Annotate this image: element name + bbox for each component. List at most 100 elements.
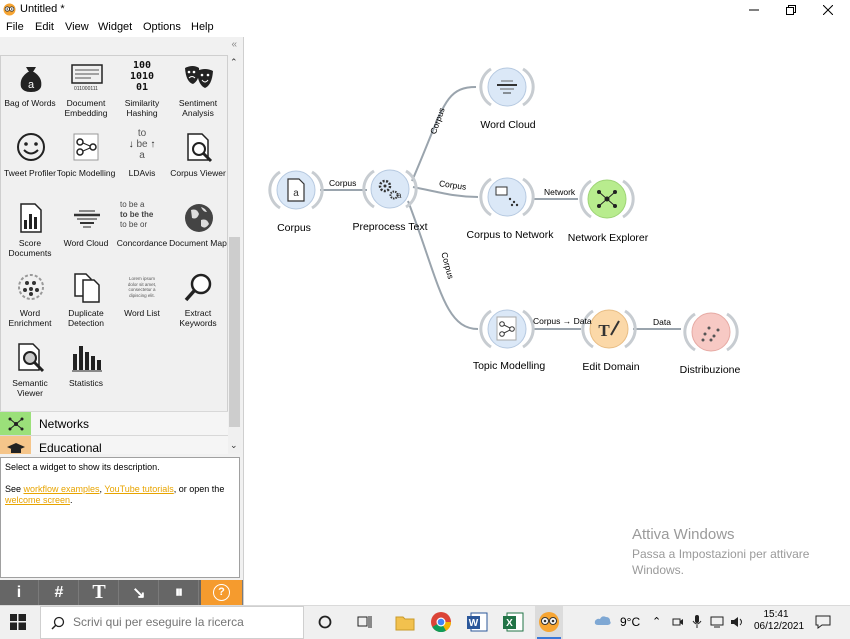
text-annotation-button[interactable]: T <box>80 580 119 605</box>
chrome-app[interactable] <box>429 610 453 634</box>
info-button[interactable]: i <box>0 580 39 605</box>
statistics-icon <box>72 346 102 372</box>
pause-button[interactable]: ⏸ <box>160 580 199 605</box>
link-preprocess-c2n[interactable] <box>412 186 479 198</box>
workflow-examples-link[interactable]: workflow examples <box>23 484 100 494</box>
clock-time: 15:41 <box>763 609 789 620</box>
volume-icon[interactable] <box>730 616 744 628</box>
toolbox-scrollbar[interactable]: ⌃ ⌄ <box>228 55 241 453</box>
network-status-icon[interactable] <box>710 616 724 628</box>
show-hidden-icons[interactable]: ⌃ <box>652 616 662 628</box>
widget-sentiment-analysis[interactable]: Sentiment Analysis <box>170 58 226 128</box>
category-networks[interactable]: Networks <box>0 411 228 436</box>
bottom-toolbar: i # T ↘ ⏸ ? <box>0 580 243 605</box>
node-preprocess-text[interactable]: a <box>362 169 418 209</box>
close-button[interactable] <box>810 0 846 19</box>
widget-word-enrichment[interactable]: Word Enrichment <box>2 268 58 338</box>
widget-label: Word List <box>124 308 160 318</box>
widget-word-list[interactable]: Lorem ipsum dolor sit amet, consectetur … <box>114 268 170 338</box>
text-annotation-icon: T <box>92 581 106 603</box>
weather-widget[interactable] <box>594 615 612 632</box>
minimize-button[interactable] <box>736 0 772 19</box>
scroll-thumb[interactable] <box>229 237 240 427</box>
node-corpus[interactable]: a <box>268 170 324 210</box>
widget-similarity-hashing[interactable]: 100 1010 01 Similarity Hashing <box>114 58 170 128</box>
folder-icon <box>395 616 415 631</box>
task-view-icon <box>357 616 372 628</box>
menu-edit[interactable]: Edit <box>35 21 54 33</box>
widget-document-embedding[interactable]: 011000111 Document Embedding <box>58 58 114 128</box>
arrow-annotation-button[interactable]: ↘ <box>120 580 159 605</box>
excel-app[interactable]: X <box>501 610 525 634</box>
notification-icon[interactable] <box>815 614 831 630</box>
widget-label: Document Map <box>169 238 227 248</box>
clock[interactable]: 15:41 06/12/2021 <box>754 609 804 633</box>
sentiment-analysis-icon <box>185 66 213 88</box>
link-preprocess-wordcloud[interactable] <box>411 86 477 182</box>
node-network-explorer[interactable] <box>579 179 635 219</box>
search-input[interactable] <box>71 614 300 630</box>
menu-file[interactable]: File <box>6 21 24 33</box>
widget-label: Semantic Viewer <box>12 378 48 398</box>
collapse-panel-button[interactable]: « <box>231 39 237 50</box>
meet-now-icon[interactable] <box>672 616 684 628</box>
hash-line-2: 1010 <box>129 71 155 82</box>
widget-label: Similarity Hashing <box>124 98 160 118</box>
microphone-icon[interactable] <box>692 615 702 629</box>
orange-taskbar-app[interactable] <box>535 606 563 639</box>
help-button[interactable]: ? <box>201 580 243 605</box>
widget-bag-of-words[interactable]: a Bag of Words <box>2 58 58 128</box>
start-button[interactable] <box>10 614 26 633</box>
node-distribuzione[interactable] <box>683 312 739 352</box>
widget-duplicate-detection[interactable]: Duplicate Detection <box>58 268 114 338</box>
link-preprocess-topic[interactable] <box>407 200 479 330</box>
workflow-links: a a <box>268 67 739 352</box>
title-bar: Untitled * <box>0 0 850 19</box>
node-word-cloud[interactable] <box>479 67 535 107</box>
scroll-down-icon[interactable]: ⌄ <box>230 440 238 450</box>
task-view-button[interactable] <box>357 615 373 632</box>
widget-corpus-viewer[interactable]: Corpus Viewer <box>170 128 226 198</box>
widget-extract-keywords[interactable]: Extract Keywords <box>170 268 226 338</box>
word-app[interactable]: W <box>465 610 489 634</box>
menu-widget[interactable]: Widget <box>98 21 133 33</box>
widget-topic-modelling[interactable]: Topic Modelling <box>57 128 115 198</box>
file-explorer-app[interactable] <box>393 610 417 634</box>
widget-label: Corpus Viewer <box>170 168 226 178</box>
grid-icon: # <box>54 583 64 601</box>
category-educational[interactable]: Educational <box>0 435 228 454</box>
node-topic-modelling[interactable] <box>479 309 535 349</box>
widget-word-cloud[interactable]: Word Cloud <box>58 198 114 268</box>
youtube-tutorials-link[interactable]: YouTube tutorials <box>104 484 174 494</box>
node-label-edit-domain: Edit Domain <box>582 361 640 373</box>
restore-icon <box>786 4 796 15</box>
score-documents-icon <box>20 203 42 233</box>
widget-semantic-viewer[interactable]: Semantic Viewer <box>2 338 58 408</box>
concordance-icon: to be a to be the to be or <box>120 200 166 230</box>
sep-text: , <box>99 484 105 494</box>
widget-tweet-profiler[interactable]: Tweet Profiler <box>2 128 58 198</box>
widget-label: Word Enrichment <box>8 308 52 328</box>
cortana-button[interactable] <box>318 615 332 632</box>
document-embedding-icon <box>71 64 103 84</box>
widget-statistics[interactable]: Statistics <box>58 338 114 408</box>
widget-label: Tweet Profiler <box>4 168 56 178</box>
word-icon: W <box>467 612 488 632</box>
widget-concordance[interactable]: to be a to be the to be or Concordance <box>114 198 170 268</box>
widget-score-documents[interactable]: Score Documents <box>2 198 58 268</box>
node-edit-domain[interactable]: T <box>581 309 637 349</box>
node-corpus-to-network[interactable] <box>479 177 535 217</box>
menu-help[interactable]: Help <box>191 21 214 33</box>
scroll-up-icon[interactable]: ⌃ <box>230 57 238 67</box>
menu-options[interactable]: Options <box>143 21 181 33</box>
welcome-screen-link[interactable]: welcome screen <box>5 495 71 505</box>
widget-document-map[interactable]: Document Map <box>169 198 227 268</box>
orange-app-icon <box>539 612 559 632</box>
menu-view[interactable]: View <box>65 21 89 33</box>
taskbar-search[interactable] <box>40 606 304 639</box>
workflow-canvas[interactable]: a a <box>244 37 850 605</box>
maximize-button[interactable] <box>773 0 809 19</box>
cortana-circle-icon <box>318 615 332 629</box>
widget-ldavis[interactable]: to ↓ be ↑ a LDAvis <box>114 128 170 198</box>
grid-button[interactable]: # <box>40 580 79 605</box>
